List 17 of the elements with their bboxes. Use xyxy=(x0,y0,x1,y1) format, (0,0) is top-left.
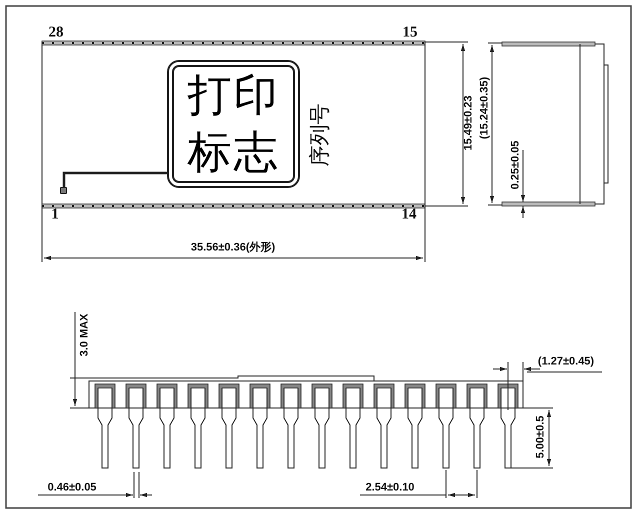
dimension-text: 5.00±0.5 xyxy=(536,416,546,458)
pin-number: 28 xyxy=(48,26,64,40)
dimension-text: 15.49±0.23 xyxy=(464,96,474,150)
pin-one-marker xyxy=(60,187,67,194)
marking-box xyxy=(167,60,300,188)
connector-line xyxy=(62,172,167,187)
dimension-text: 0.25±0.05 xyxy=(510,140,522,190)
pin-number: 1 xyxy=(51,208,59,222)
dimension-text: 2.54±0.10 xyxy=(366,482,414,494)
marking-text: 打印标志 xyxy=(188,68,280,180)
dimension-text: (1.27±0.45) xyxy=(538,356,594,368)
pin-number: 14 xyxy=(402,208,416,222)
dimension-text: 35.56±0.36(外形) xyxy=(190,242,276,254)
pin-number: 15 xyxy=(402,26,418,40)
dimension-text: 3.0 MAX xyxy=(80,314,90,356)
dimension-text: (15.24±0.35) xyxy=(480,76,490,140)
dimension-text: 0.46±0.05 xyxy=(48,482,96,494)
